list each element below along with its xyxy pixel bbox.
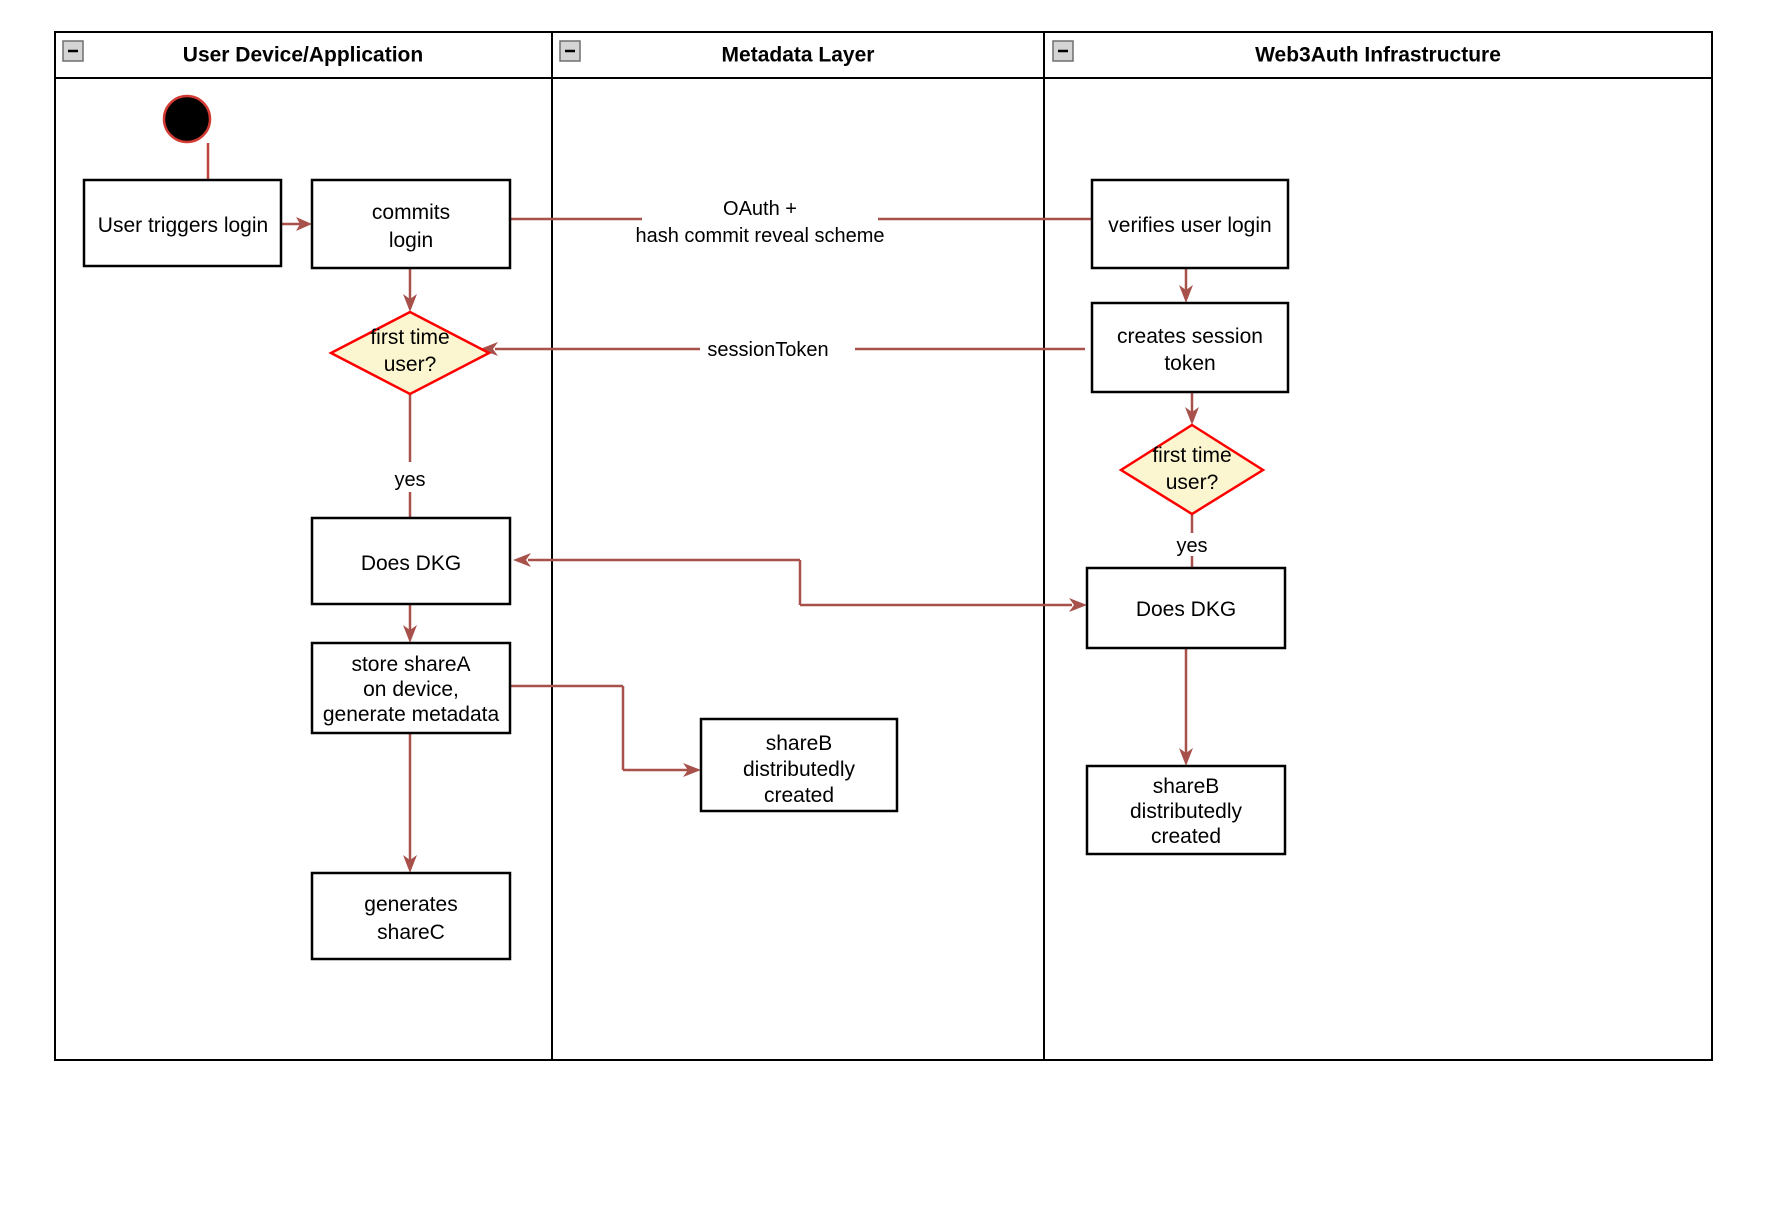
activity-commits-login[interactable]: commits login	[310, 178, 512, 270]
activity-label-line3: created	[1151, 825, 1221, 848]
lane-header-web3auth	[1043, 31, 1713, 79]
activity-label-line1: store shareA	[351, 653, 470, 676]
activity-label-line2: login	[389, 229, 433, 252]
initial-node	[162, 94, 212, 144]
decision-first-time-user-left[interactable]: first time user?	[328, 310, 492, 396]
flow-verifies-to-creates-session	[1179, 268, 1193, 303]
decision-label-line2: user?	[384, 353, 437, 376]
activity-does-dkg-left[interactable]: Does DKG	[310, 516, 512, 606]
decision-label-line1: first time	[1152, 444, 1231, 467]
flow-decision-left-to-does-dkg: yes	[394, 394, 426, 518]
collapse-minus-icon[interactable]	[62, 40, 84, 62]
flow-does-dkg-right-to-shareb-right	[1179, 648, 1193, 766]
activity-store-sharea[interactable]: store shareA on device, generate metadat…	[310, 641, 512, 735]
edge-label-oauth: OAuth + hash commit reveal scheme	[636, 198, 885, 247]
collapse-minus-icon[interactable]	[1052, 40, 1074, 62]
flow-bracket-to-does-dkg	[513, 553, 1087, 612]
collapse-minus-icon[interactable]	[559, 40, 581, 62]
flow-store-sharea-to-shareb-middle	[510, 684, 701, 777]
activity-label-line1: shareB	[766, 732, 833, 755]
flow-session-token-to-decision-left: sessionToken	[480, 339, 1085, 361]
lane-body-metadata	[551, 31, 1045, 1061]
activity-user-triggers-login[interactable]: User triggers login	[82, 178, 283, 268]
activity-shareb-created-web3auth[interactable]: shareB distributedly created	[1085, 764, 1287, 856]
edge-label-yes-right: yes	[1176, 535, 1207, 557]
activity-label-line2: distributedly	[1130, 800, 1243, 823]
lane-title-web3auth: Web3Auth Infrastructure	[1255, 44, 1501, 67]
lane-title-metadata: Metadata Layer	[722, 44, 875, 67]
lane-title-user-device: User Device/Application	[183, 44, 423, 67]
flow-commits-to-decision-left	[403, 268, 417, 312]
svg-text:OAuth +: OAuth +	[723, 198, 797, 220]
activity-does-dkg-right[interactable]: Does DKG	[1085, 566, 1287, 650]
flow-creates-session-to-decision-right	[1185, 392, 1199, 425]
activity-label: verifies user login	[1108, 214, 1271, 237]
decision-label-line1: first time	[370, 326, 449, 349]
activity-generates-sharec[interactable]: generates shareC	[310, 871, 512, 961]
lane-header-metadata	[551, 31, 1045, 79]
flow-decision-right-to-does-dkg-right: yes	[1176, 514, 1208, 568]
svg-text:hash commit reveal scheme: hash commit reveal scheme	[636, 225, 885, 247]
activity-label-line2: shareC	[377, 921, 445, 944]
flow-store-sharea-to-generates-sharec	[403, 733, 417, 873]
activity-label-line1: creates session	[1117, 325, 1263, 348]
activity-label-line2: distributedly	[743, 758, 856, 781]
activity-label-line1: commits	[372, 201, 450, 224]
activity-label: Does DKG	[1136, 598, 1236, 621]
flow-user-triggers-to-commits	[281, 217, 312, 231]
activity-label-line3: generate metadata	[323, 703, 500, 726]
activity-label-line2: token	[1164, 352, 1215, 375]
activity-label: User triggers login	[98, 214, 268, 237]
activity-label-line2: on device,	[363, 678, 459, 701]
activity-label-line3: created	[764, 784, 834, 807]
activity-label-line1: shareB	[1153, 775, 1220, 798]
flow-does-dkg-to-store-sharea	[403, 604, 417, 643]
activity-verifies-user-login[interactable]: verifies user login	[1090, 178, 1290, 270]
decision-label-line2: user?	[1166, 471, 1219, 494]
edge-label-session-token: sessionToken	[707, 339, 828, 361]
lane-header-user-device	[54, 31, 553, 79]
swimlane-metadata: Metadata Layer	[551, 31, 1045, 1061]
activity-creates-session-token[interactable]: creates session token	[1090, 301, 1290, 394]
decision-first-time-user-right[interactable]: first time user?	[1118, 423, 1266, 516]
activity-label: Does DKG	[361, 552, 461, 575]
activity-shareb-created-metadata[interactable]: shareB distributedly created	[699, 717, 899, 813]
edge-label-yes-left: yes	[394, 469, 425, 491]
activity-label-line1: generates	[364, 893, 457, 916]
